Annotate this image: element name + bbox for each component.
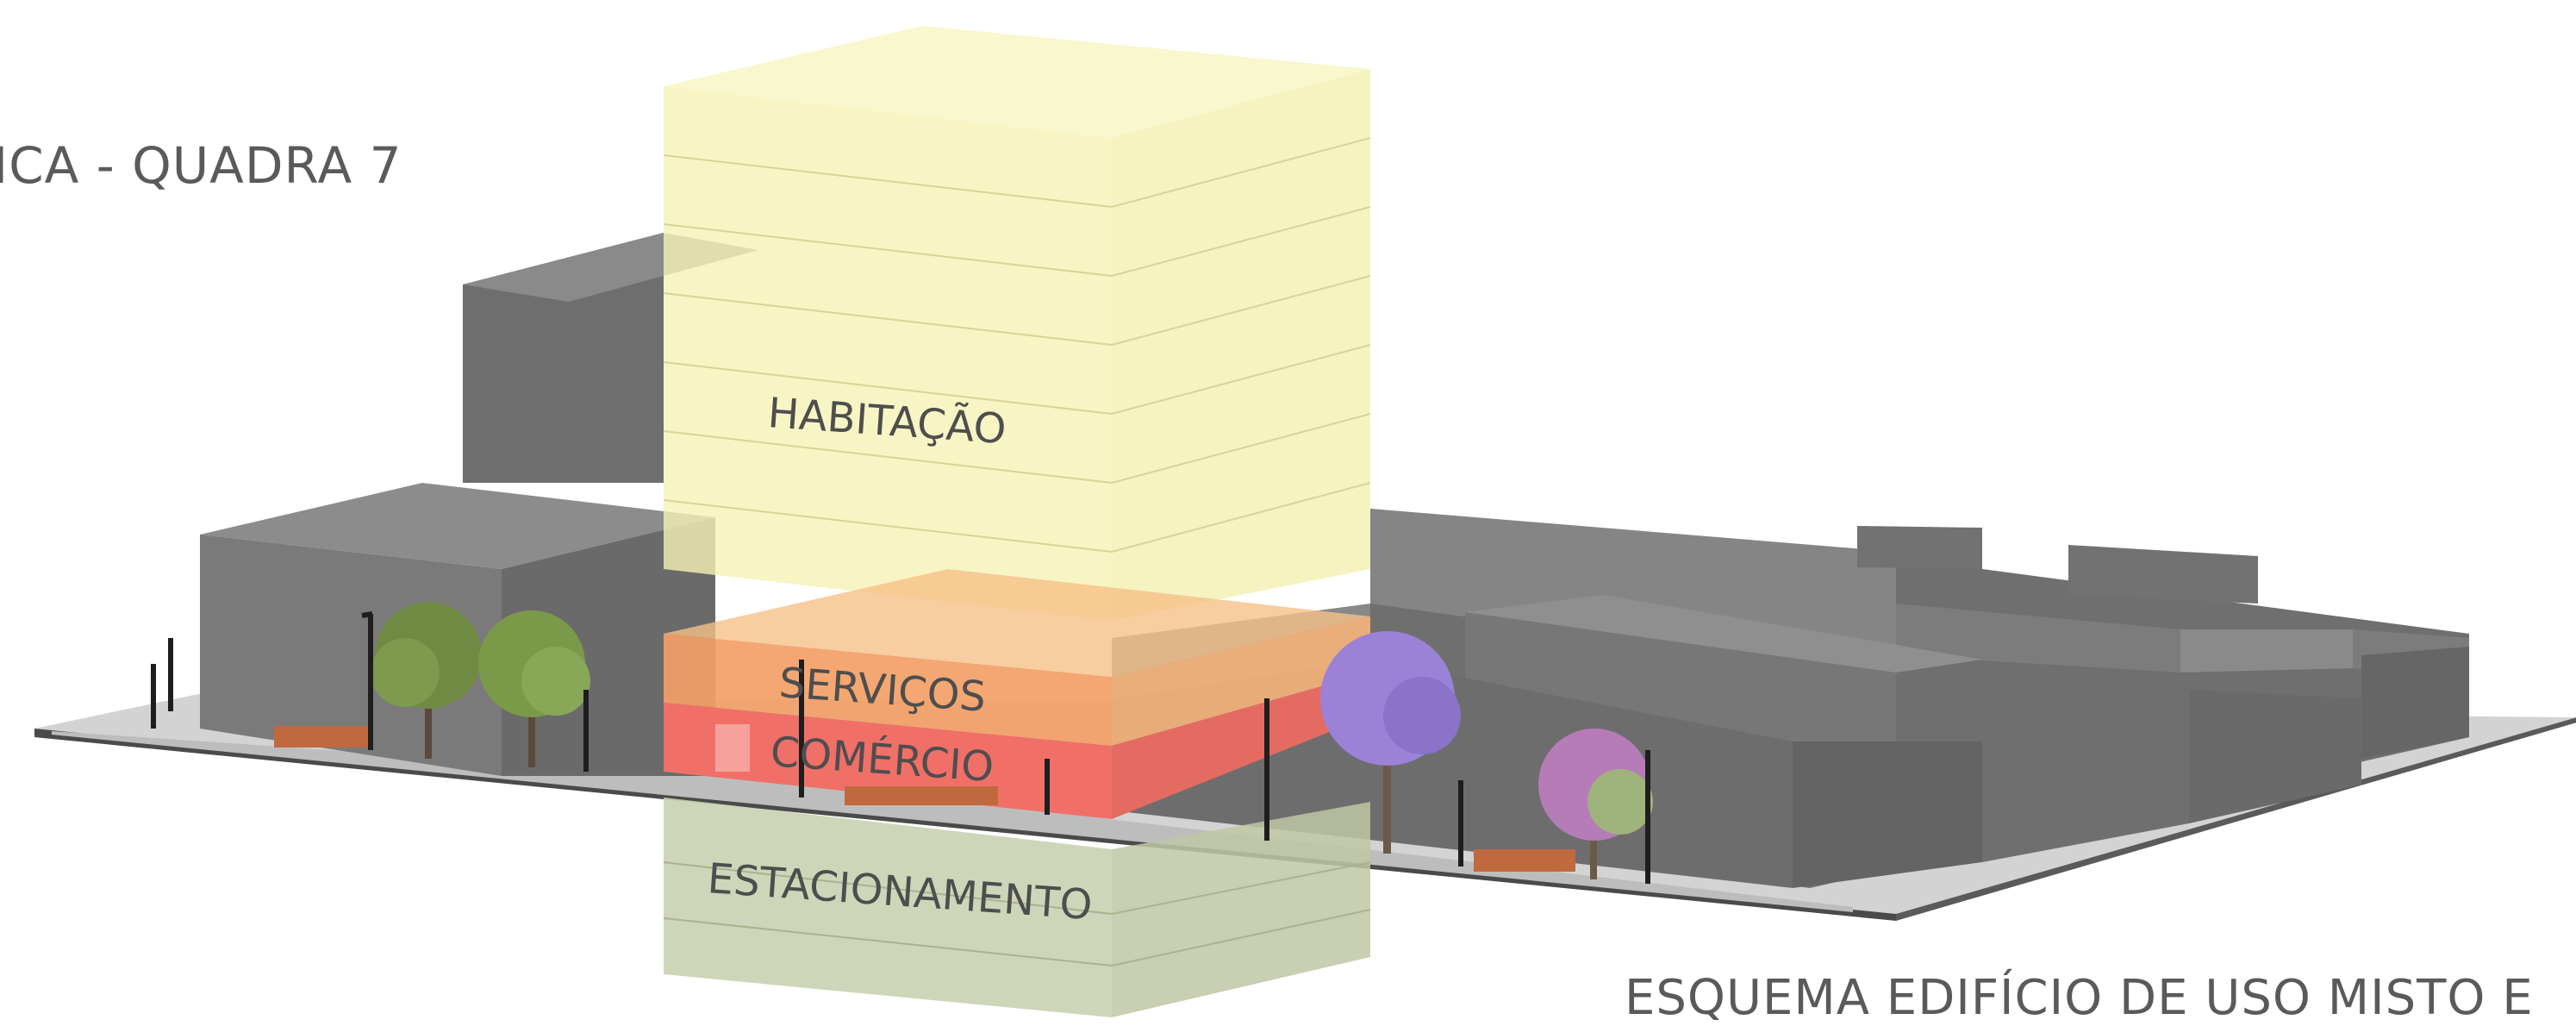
estacionamento-volume — [663, 798, 1371, 1017]
tree-green-2 — [478, 610, 590, 767]
street-lights — [151, 611, 1650, 884]
comercio-volume — [664, 673, 1370, 819]
habitacao-volume — [663, 26, 1371, 621]
diagram-caption: ESQUEMA EDIFÍCIO DE USO MISTO E — [1625, 970, 2534, 1026]
tree-pink — [1538, 729, 1653, 879]
servicos-volume — [664, 569, 1370, 746]
page-title: ICA - QUADRA 7 — [0, 136, 402, 195]
benches — [274, 726, 1575, 872]
tree-purple — [1320, 631, 1461, 854]
tree-green-1 — [371, 602, 482, 759]
